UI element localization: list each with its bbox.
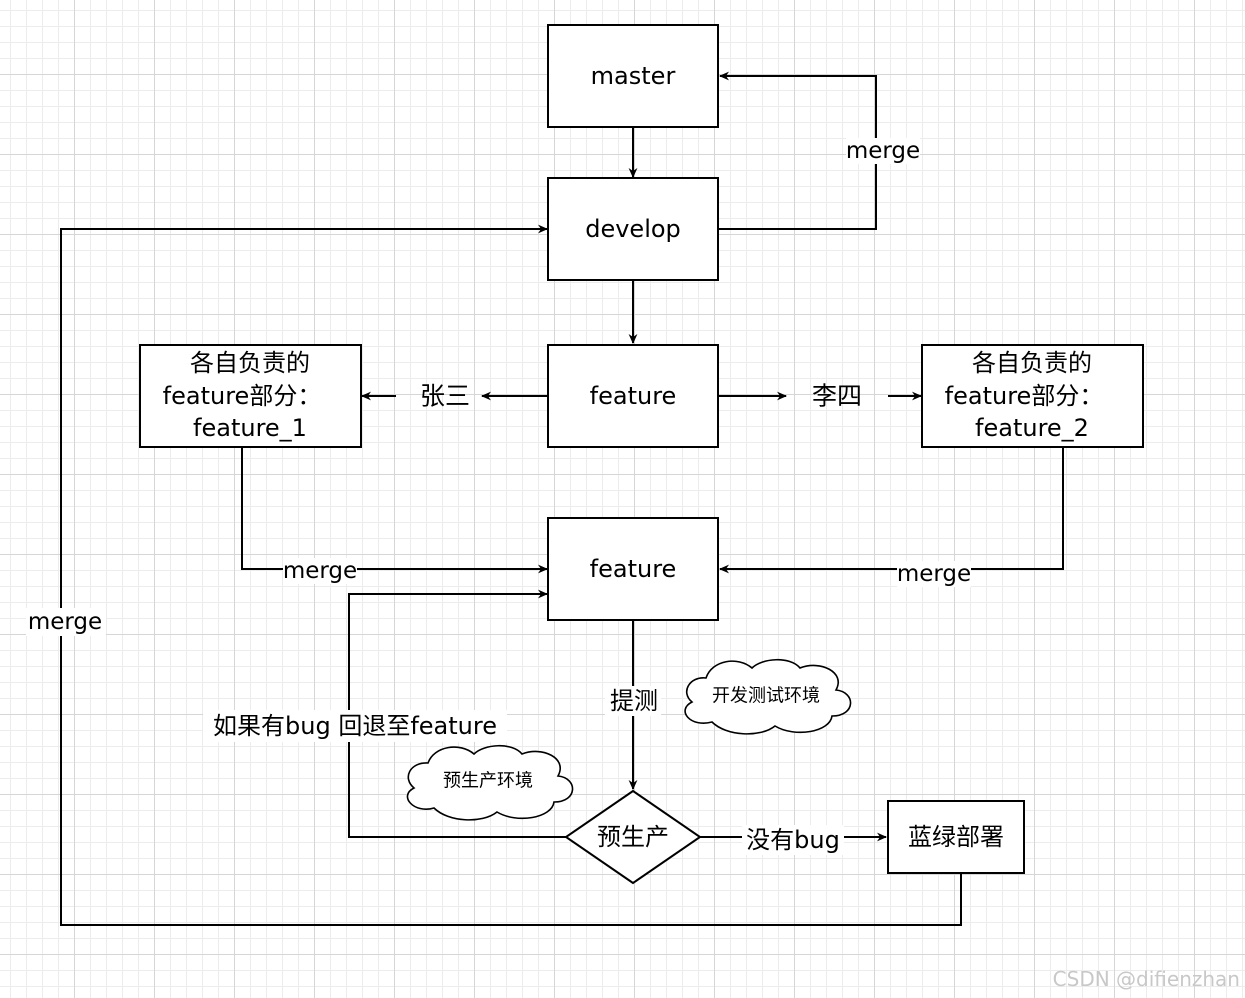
node-feature-1-box[interactable]: 各自负责的 feature部分： feature_1	[139, 344, 362, 448]
node-feature-bottom[interactable]: feature	[547, 517, 719, 621]
edge-feature1-to-feature	[241, 447, 548, 574]
svg-text:提测: 提测	[610, 687, 658, 715]
cloud-preprod-env-label: 预生产环境	[443, 771, 533, 792]
edge-label-bluegreen-develop-merge: merge	[26, 608, 106, 636]
edge-bluegreen-to-develop	[60, 224, 962, 926]
edge-label-lisi: 李四	[812, 382, 862, 411]
node-master[interactable]: master	[547, 24, 719, 128]
node-develop-label: develop	[585, 215, 681, 243]
feature1-line-3: feature_1	[193, 414, 307, 442]
svg-text:merge: merge	[28, 609, 102, 635]
svg-text:merge: merge	[846, 138, 920, 164]
feature1-line-2: feature部分：	[163, 382, 322, 410]
node-bluegreen-label: 蓝绿部署	[908, 823, 1004, 851]
edge-label-feature2-merge: merge	[897, 561, 971, 587]
edge-label-rollback: 如果有bug 回退至feature	[203, 710, 507, 742]
feature2-line-1: 各自负责的	[972, 349, 1092, 377]
node-bluegreen[interactable]: 蓝绿部署	[887, 800, 1025, 874]
cloud-preprod-env: 预生产环境	[406, 744, 574, 821]
svg-text:merge: merge	[283, 558, 357, 584]
node-preprod-label: 预生产	[597, 823, 669, 851]
node-feature-bottom-label: feature	[590, 555, 677, 583]
node-master-label: master	[591, 62, 676, 90]
edge-label-test: 提测	[605, 686, 661, 716]
cloud-dev-test-env: 开发测试环境	[684, 658, 852, 735]
svg-text:merge: merge	[897, 561, 971, 587]
node-feature-top[interactable]: feature	[547, 344, 719, 448]
edge-label-zhangsan: 张三	[420, 382, 470, 411]
edge-label-no-bug: 没有bug	[742, 825, 844, 855]
node-develop[interactable]: develop	[547, 177, 719, 281]
node-feature-top-label: feature	[590, 382, 677, 410]
svg-text:如果有bug 回退至feature: 如果有bug 回退至feature	[213, 712, 497, 740]
svg-text:没有bug: 没有bug	[746, 826, 840, 854]
edge-feature2-to-feature	[719, 447, 1064, 574]
feature1-line-1: 各自负责的	[190, 349, 310, 377]
feature2-line-2: feature部分：	[945, 382, 1104, 410]
edge-label-develop-master-merge: merge	[846, 138, 920, 164]
node-feature-2-box[interactable]: 各自负责的 feature部分： feature_2	[921, 344, 1144, 448]
feature2-line-3: feature_2	[975, 414, 1089, 442]
node-preprod-diamond[interactable]: 预生产	[564, 789, 702, 885]
edge-label-feature1-merge: merge	[283, 558, 357, 584]
cloud-dev-test-env-label: 开发测试环境	[712, 686, 820, 707]
watermark-text: CSDN @difienzhan	[1053, 967, 1240, 991]
